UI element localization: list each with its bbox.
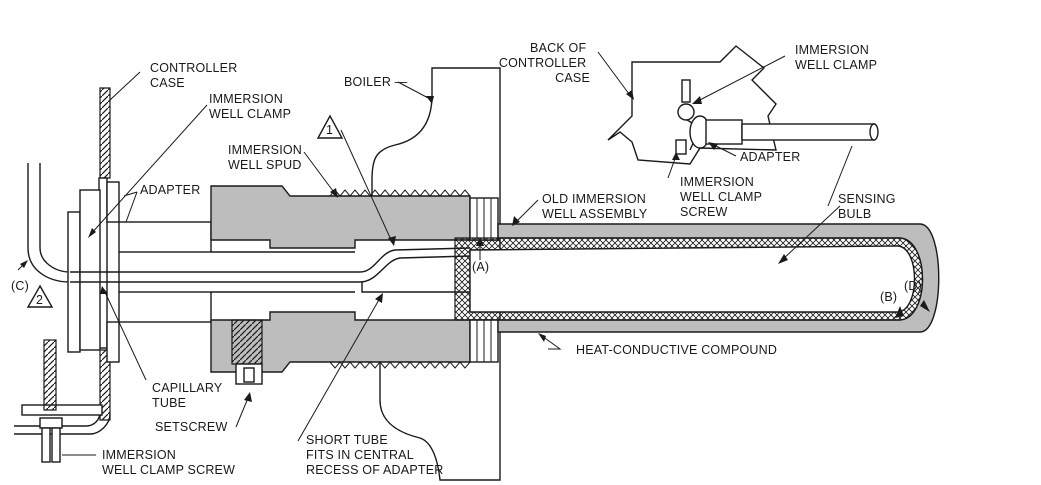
leader-lines	[17, 51, 930, 456]
label-immersion-well-clamp-right: IMMERSION WELL CLAMP	[795, 43, 877, 72]
marker-1: 1	[316, 114, 344, 139]
inset-back-of-controller	[607, 45, 879, 165]
label-sensing-bulb: SENSING BULB	[838, 192, 899, 221]
label-point-b: (B)	[880, 290, 897, 304]
label-immersion-well-clamp-screw-right: IMMERSION WELL CLAMP SCREW	[680, 175, 766, 219]
marker-2: 2	[26, 284, 54, 308]
well-threaded-ring	[469, 197, 499, 363]
controller-case	[14, 87, 111, 435]
label-point-a: (A)	[472, 260, 489, 274]
label-back-of-controller-case: BACK OF CONTROLLER CASE	[499, 41, 590, 85]
old-immersion-well	[454, 223, 940, 333]
marker-2-label: 2	[36, 293, 43, 307]
marker-1-label: 1	[326, 123, 333, 137]
setscrew	[231, 319, 263, 385]
left-clamp-screw	[39, 339, 63, 463]
capillary-tube	[70, 247, 471, 293]
label-adapter-left: ADAPTER	[140, 183, 200, 197]
label-heat-conductive-compound: HEAT-CONDUCTIVE COMPOUND	[576, 343, 777, 357]
label-capillary-tube: CAPILLARY TUBE	[152, 381, 226, 410]
label-setscrew: SETSCREW	[155, 420, 227, 434]
immersion-well-spud	[210, 185, 471, 373]
text-labels: CONTROLLER CASE IMMERSION WELL CLAMP BOI…	[11, 41, 922, 477]
label-controller-case: CONTROLLER CASE	[150, 61, 241, 90]
label-adapter-right: ADAPTER	[740, 150, 800, 164]
label-immersion-well-clamp-screw-left: IMMERSION WELL CLAMP SCREW	[102, 448, 235, 477]
label-point-c: (C)	[11, 279, 29, 293]
label-short-tube: SHORT TUBE FITS IN CENTRAL RECESS OF ADA…	[306, 433, 443, 477]
label-immersion-well-clamp-left: IMMERSION WELL CLAMP	[209, 92, 291, 121]
clamp-plates	[21, 181, 212, 416]
label-old-immersion-well-assembly: OLD IMMERSION WELL ASSEMBLY	[542, 192, 650, 221]
label-boiler: BOILER —	[344, 75, 408, 89]
label-immersion-well-spud: IMMERSION WELL SPUD	[228, 143, 306, 172]
label-point-d: (D)	[904, 279, 922, 293]
